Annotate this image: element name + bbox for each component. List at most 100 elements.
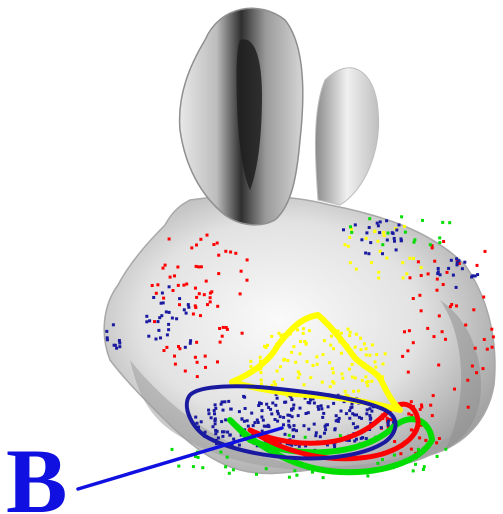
scatter-point: [200, 265, 203, 268]
scatter-point: [466, 379, 469, 382]
scatter-point: [412, 297, 415, 300]
scatter-point: [214, 403, 217, 406]
scatter-point: [433, 335, 436, 338]
scatter-point: [115, 347, 118, 350]
scatter-point: [351, 363, 354, 366]
scatter-point: [491, 346, 494, 349]
scatter-point: [323, 339, 326, 342]
scatter-point: [267, 425, 270, 428]
scatter-point: [426, 327, 429, 330]
scatter-point: [165, 346, 168, 349]
scatter-point: [167, 328, 170, 331]
scatter-point: [195, 341, 198, 344]
scatter-point: [255, 473, 258, 476]
scatter-point: [486, 348, 489, 351]
scatter-point: [220, 403, 223, 406]
scatter-point: [246, 419, 249, 422]
scatter-point: [366, 408, 369, 411]
scatter-point: [232, 438, 235, 441]
scatter-point: [401, 261, 404, 264]
scatter-point: [185, 283, 188, 286]
scatter-point: [218, 327, 221, 330]
scatter-point: [317, 405, 320, 408]
scatter-point: [303, 383, 306, 386]
scatter-point: [365, 354, 368, 357]
scatter-point: [249, 360, 252, 363]
scatter-point: [483, 338, 486, 341]
scatter-point: [363, 342, 366, 345]
scatter-point: [165, 310, 168, 313]
scatter-point: [293, 424, 296, 427]
scatter-point: [419, 408, 422, 411]
scatter-point: [281, 378, 284, 381]
scatter-point: [260, 402, 263, 405]
scatter-point: [197, 265, 200, 268]
scatter-point: [365, 381, 368, 384]
scatter-point: [393, 240, 396, 243]
scatter-point: [339, 434, 342, 437]
scatter-point: [345, 412, 348, 415]
scatter-point: [216, 305, 219, 308]
scatter-point: [105, 330, 108, 333]
scatter-point: [436, 278, 439, 281]
scatter-point: [408, 257, 411, 260]
scatter-point: [274, 418, 277, 421]
scatter-point: [441, 330, 444, 333]
scatter-point: [276, 420, 279, 423]
scatter-point: [168, 311, 171, 314]
scatter-point: [399, 452, 402, 455]
scatter-point: [361, 379, 364, 382]
scatter-point: [288, 476, 291, 479]
scatter-point: [393, 454, 396, 457]
scatter-point: [292, 345, 295, 348]
scatter-point: [174, 363, 177, 366]
scatter-point: [409, 276, 412, 279]
scatter-point: [290, 398, 293, 401]
scatter-point: [185, 312, 188, 315]
scatter-point: [438, 314, 441, 317]
scatter-point: [335, 414, 338, 417]
scatter-point: [377, 271, 380, 274]
scatter-point: [216, 360, 219, 363]
scatter-point: [484, 250, 487, 253]
scatter-point: [290, 351, 293, 354]
scatter-point: [214, 422, 217, 425]
scatter-point: [348, 334, 351, 337]
scatter-point: [358, 416, 361, 419]
scatter-point: [156, 283, 159, 286]
scatter-point: [450, 303, 453, 306]
scatter-point: [427, 272, 430, 275]
scatter-point: [299, 340, 302, 343]
scatter-point: [297, 376, 300, 379]
scatter-point: [330, 335, 333, 338]
scatter-point: [279, 365, 282, 368]
scatter-point: [375, 353, 378, 356]
scatter-point: [216, 430, 219, 433]
scatter-point: [224, 465, 227, 468]
scatter-point: [444, 448, 447, 451]
scatter-point: [322, 412, 325, 415]
scatter-point: [160, 314, 163, 317]
scatter-point: [273, 380, 276, 383]
scatter-point: [332, 402, 335, 405]
scatter-point: [192, 313, 195, 316]
scatter-point: [295, 474, 298, 477]
scatter-point: [234, 252, 237, 255]
scatter-point: [395, 248, 398, 251]
scatter-point: [455, 257, 458, 260]
scatter-point: [436, 289, 439, 292]
scatter-point: [189, 339, 192, 342]
scatter-point: [324, 425, 327, 428]
scatter-point: [270, 412, 273, 415]
scatter-point: [377, 224, 380, 227]
scatter-point: [221, 435, 224, 438]
scatter-point: [162, 297, 165, 300]
scatter-point: [418, 436, 421, 439]
scatter-point: [322, 476, 325, 479]
bunny-mesh: [104, 8, 495, 473]
scatter-point: [240, 418, 243, 421]
scatter-point: [162, 267, 165, 270]
scatter-point: [446, 271, 449, 274]
scatter-point: [297, 414, 300, 417]
